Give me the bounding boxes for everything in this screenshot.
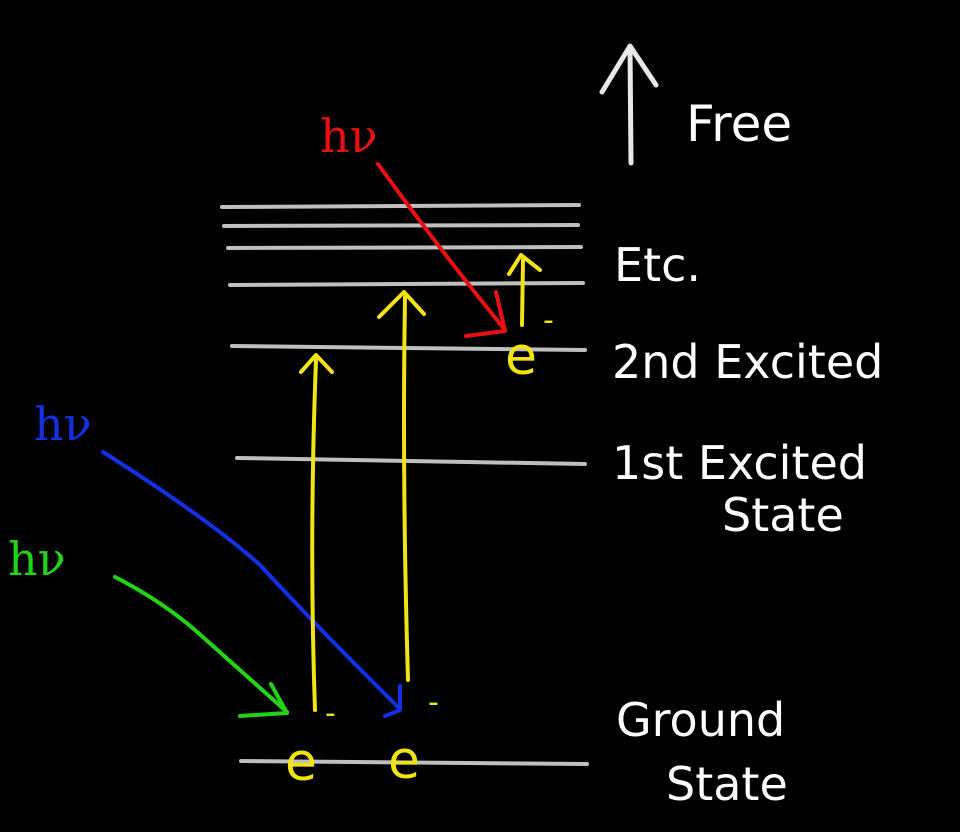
electron-ground-right: e - bbox=[388, 685, 439, 791]
level-first-excited bbox=[235, 456, 587, 466]
svg-text:-: - bbox=[543, 303, 554, 338]
photon-arrow-green bbox=[113, 575, 289, 718]
label-ground: Ground bbox=[616, 693, 785, 747]
electron-ground-left: e - bbox=[285, 696, 336, 793]
excitation-arrow-1 bbox=[310, 358, 318, 712]
energy-levels bbox=[220, 203, 589, 766]
excitation-arrows bbox=[299, 253, 542, 712]
label-ground-state: State bbox=[666, 757, 788, 811]
photon-arrow-blue bbox=[101, 450, 402, 718]
photon-label-red: hν bbox=[320, 109, 378, 163]
level-etc-4 bbox=[228, 281, 585, 287]
svg-text:e: e bbox=[505, 327, 537, 387]
svg-text:-: - bbox=[428, 685, 439, 720]
level-etc-2 bbox=[222, 223, 580, 228]
svg-text:e: e bbox=[285, 733, 317, 793]
excitation-arrow-2 bbox=[402, 295, 410, 682]
excitation-arrow-3 bbox=[520, 258, 525, 327]
level-ground bbox=[239, 759, 589, 766]
label-first-excited: 1st Excited bbox=[612, 436, 867, 490]
photon-label-green: hν bbox=[8, 532, 66, 586]
level-second-excited bbox=[230, 344, 587, 352]
electron-upper: e - bbox=[505, 303, 554, 387]
label-second-excited: 2nd Excited bbox=[612, 335, 883, 389]
svg-text:e: e bbox=[388, 731, 420, 791]
level-etc-1 bbox=[220, 203, 581, 209]
svg-text:-: - bbox=[325, 696, 336, 731]
level-etc-3 bbox=[226, 245, 583, 250]
label-first-excited-state: State bbox=[722, 488, 844, 542]
label-free: Free bbox=[686, 95, 792, 153]
free-arrow bbox=[599, 43, 659, 166]
label-etc: Etc. bbox=[614, 238, 701, 292]
photon-label-blue: hν bbox=[34, 397, 92, 451]
photon-arrow-red bbox=[376, 162, 507, 338]
